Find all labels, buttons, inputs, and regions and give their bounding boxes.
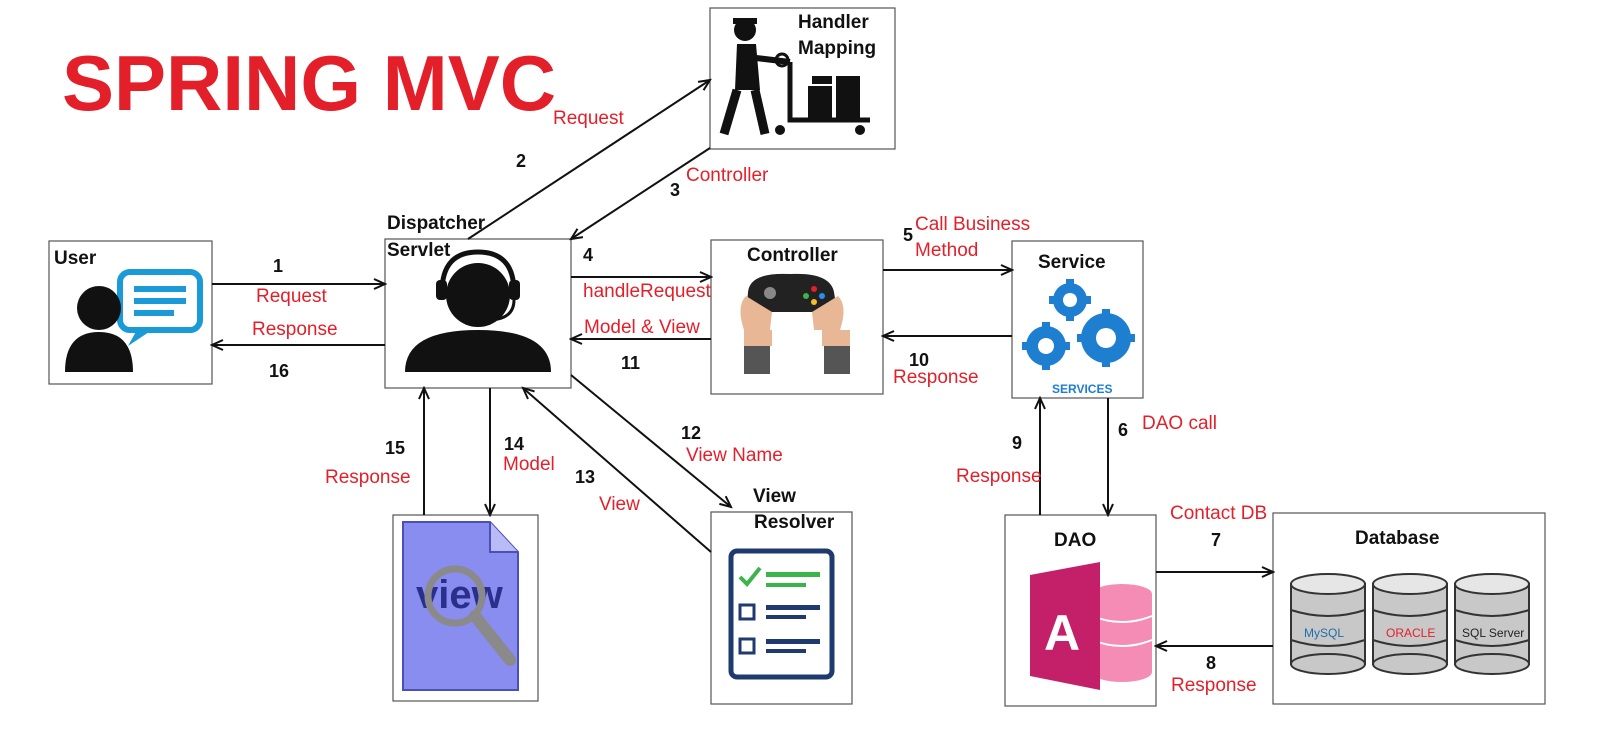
view-document-icon: view xyxy=(402,521,519,691)
view-resolver-node: View Resolver xyxy=(710,486,853,705)
flow-10-label: Response xyxy=(893,367,979,388)
flow-6-label: DAO call xyxy=(1142,413,1217,434)
flow-8-number: 8 xyxy=(1206,653,1216,673)
user-title: User xyxy=(54,248,97,269)
flow-14-number: 14 xyxy=(504,434,524,454)
flow-1-label: Request xyxy=(256,286,327,307)
flow-13-number: 13 xyxy=(575,467,595,487)
controller-title: Controller xyxy=(747,245,838,266)
access-database-icon: A xyxy=(1030,562,1153,690)
oracle-label: ORACLE xyxy=(1386,626,1435,640)
service-title: Service xyxy=(1038,252,1106,273)
flow-11-label: Model & View xyxy=(584,317,700,338)
flow-15-number: 15 xyxy=(385,438,405,458)
handler-mapping-node: Handler Mapping xyxy=(709,7,896,150)
flow-6-number: 6 xyxy=(1118,420,1128,440)
flow-1-number: 1 xyxy=(273,256,283,276)
flow-5-number: 5 xyxy=(903,225,913,245)
controller-node: Controller xyxy=(710,239,884,395)
flow-16-number: 16 xyxy=(269,361,289,381)
user-chat-icon xyxy=(65,269,203,372)
flow-10-number: 10 xyxy=(909,350,929,370)
flow-8-label: Response xyxy=(1171,675,1257,696)
sqlserver-cylinder-icon: SQL Server xyxy=(1454,573,1530,675)
flow-12-number: 12 xyxy=(681,423,701,443)
mysql-cylinder-icon: MySQL xyxy=(1290,573,1366,675)
services-caption: SERVICES xyxy=(1052,382,1112,396)
flow-7-number: 7 xyxy=(1211,530,1221,550)
service-node: Service SERVICES xyxy=(1011,240,1144,399)
arrow-3 xyxy=(571,147,711,239)
arrow-13 xyxy=(523,388,712,553)
diagram-title: SPRING MVC xyxy=(62,39,556,127)
flow-3-label: Controller xyxy=(686,165,769,186)
flow-4-number: 4 xyxy=(583,245,593,265)
view-resolver-title-line1: View xyxy=(753,486,796,507)
flow-3-number: 3 xyxy=(670,180,680,200)
sqlserver-label: SQL Server xyxy=(1462,626,1524,640)
pallet-worker-icon xyxy=(719,18,870,136)
dispatcher-title-line1: Dispatcher xyxy=(387,213,486,234)
arrows xyxy=(212,80,1273,646)
handler-mapping-title-line2: Mapping xyxy=(798,38,876,59)
dispatcher-servlet-node: Dispatcher Servlet xyxy=(384,213,572,389)
dao-node: DAO A xyxy=(1004,514,1157,707)
gears-icon xyxy=(1022,279,1135,370)
flow-16-label: Response xyxy=(252,319,338,340)
flow-4-label: handleRequest xyxy=(583,281,712,302)
headset-operator-icon xyxy=(405,249,551,372)
access-caption: A xyxy=(1044,605,1080,661)
database-title: Database xyxy=(1355,528,1440,549)
oracle-cylinder-icon: ORACLE xyxy=(1372,573,1448,675)
mysql-label: MySQL xyxy=(1304,626,1344,640)
flow-9-label: Response xyxy=(956,466,1042,487)
flow-2-label: Request xyxy=(553,108,624,129)
flow-labels: 1 Request 2 Request 3 Controller 4 handl… xyxy=(252,108,1267,696)
checklist-icon xyxy=(728,548,835,680)
flow-13-label: View xyxy=(599,494,640,515)
arrow-12 xyxy=(570,374,731,507)
flow-12-label: View Name xyxy=(686,445,783,466)
handler-mapping-title-line1: Handler xyxy=(798,12,869,33)
dao-title: DAO xyxy=(1054,530,1096,551)
gamepad-icon xyxy=(740,273,850,374)
flow-5-label-line2: Method xyxy=(915,240,978,261)
view-resolver-title-line2: Resolver xyxy=(754,512,835,533)
flow-7-label: Contact DB xyxy=(1170,503,1267,524)
flow-14-label: Model xyxy=(503,454,555,475)
flow-2-number: 2 xyxy=(516,151,526,171)
flow-9-number: 9 xyxy=(1012,433,1022,453)
flow-5-label-line1: Call Business xyxy=(915,214,1030,235)
dispatcher-title-line2: Servlet xyxy=(387,240,451,261)
database-node: Database MySQL ORACLE SQL Server xyxy=(1272,512,1546,705)
flow-11-number: 11 xyxy=(621,353,640,373)
user-node: User xyxy=(48,240,213,385)
view-node: view xyxy=(392,514,539,702)
flow-15-label: Response xyxy=(325,467,411,488)
arrow-2 xyxy=(467,80,710,240)
